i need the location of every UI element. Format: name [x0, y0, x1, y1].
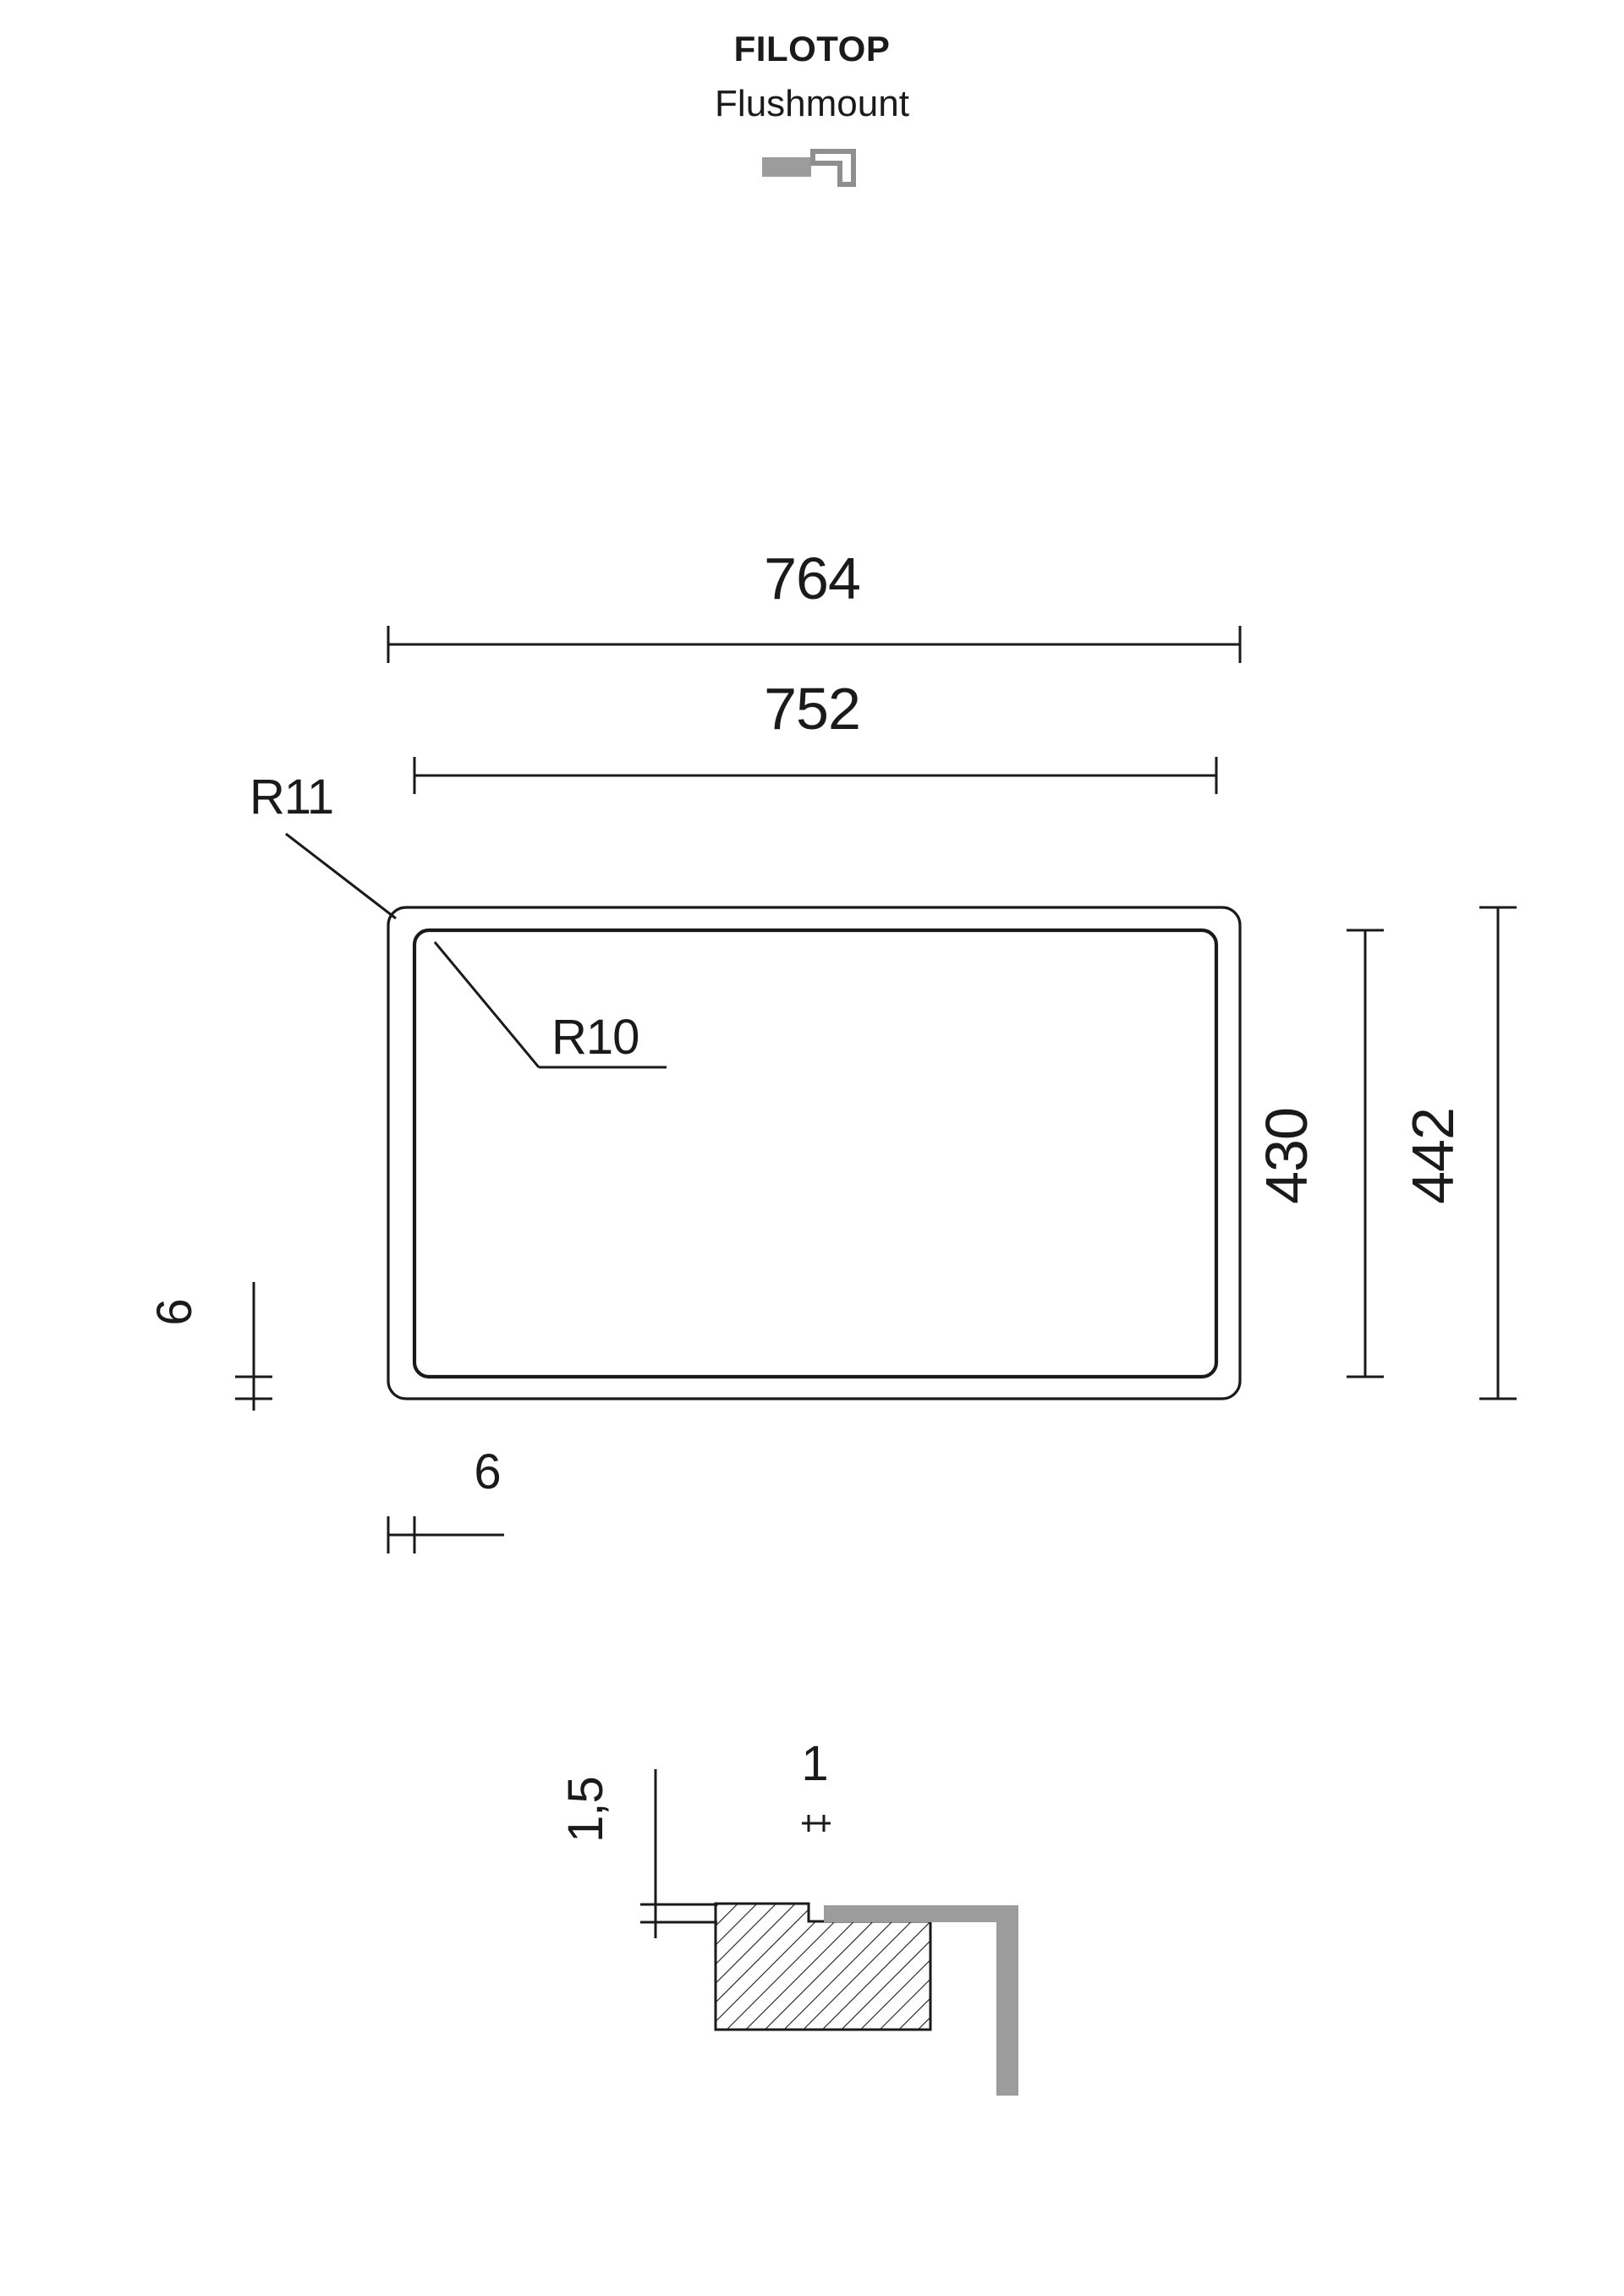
dim-outer-width-lines [387, 626, 1242, 663]
plan-outer-rect [387, 906, 1242, 1400]
plan-view [235, 626, 1517, 1553]
dim-outer-width-label: 764 [764, 545, 860, 611]
section-detail [640, 1769, 1018, 2096]
section-sink-profile [824, 1905, 1018, 2096]
dim-offset-bottom-label: 6 [474, 1444, 500, 1499]
dim-outer-height-lines [1479, 906, 1517, 1400]
dim-inner-height-label: 430 [1254, 1108, 1320, 1204]
flushmount-icon-step [810, 149, 856, 187]
dim-step-depth-lines [640, 1769, 717, 1938]
dim-inner-height-lines [1347, 929, 1384, 1378]
dim-outer-height-label: 442 [1400, 1108, 1466, 1204]
section-countertop [714, 1902, 932, 2031]
page-subtitle: Flushmount [715, 83, 909, 124]
flushmount-icon-slab [762, 157, 811, 177]
dim-gap-label: 1 [801, 1736, 827, 1791]
plan-inner-rect [412, 928, 1219, 1379]
page-title: FILOTOP [733, 29, 891, 68]
radius-inner-label: R10 [551, 1010, 639, 1065]
dim-inner-width-label: 752 [764, 676, 860, 742]
leader-radius-inner [433, 941, 667, 1069]
flushmount-icon [757, 145, 867, 198]
dim-inner-width-lines [413, 757, 1218, 794]
dim-step-depth-label: 1,5 [558, 1777, 613, 1843]
dim-offset-bottom-lines [387, 1516, 504, 1553]
dim-offset-left-lines [235, 1282, 272, 1411]
leader-radius-outer [285, 832, 397, 920]
dim-gap-lines [802, 1815, 831, 1832]
flushmount-icon-svg [762, 149, 856, 187]
dim-offset-left-label: 6 [147, 1299, 202, 1325]
radius-outer-label: R11 [250, 770, 333, 825]
